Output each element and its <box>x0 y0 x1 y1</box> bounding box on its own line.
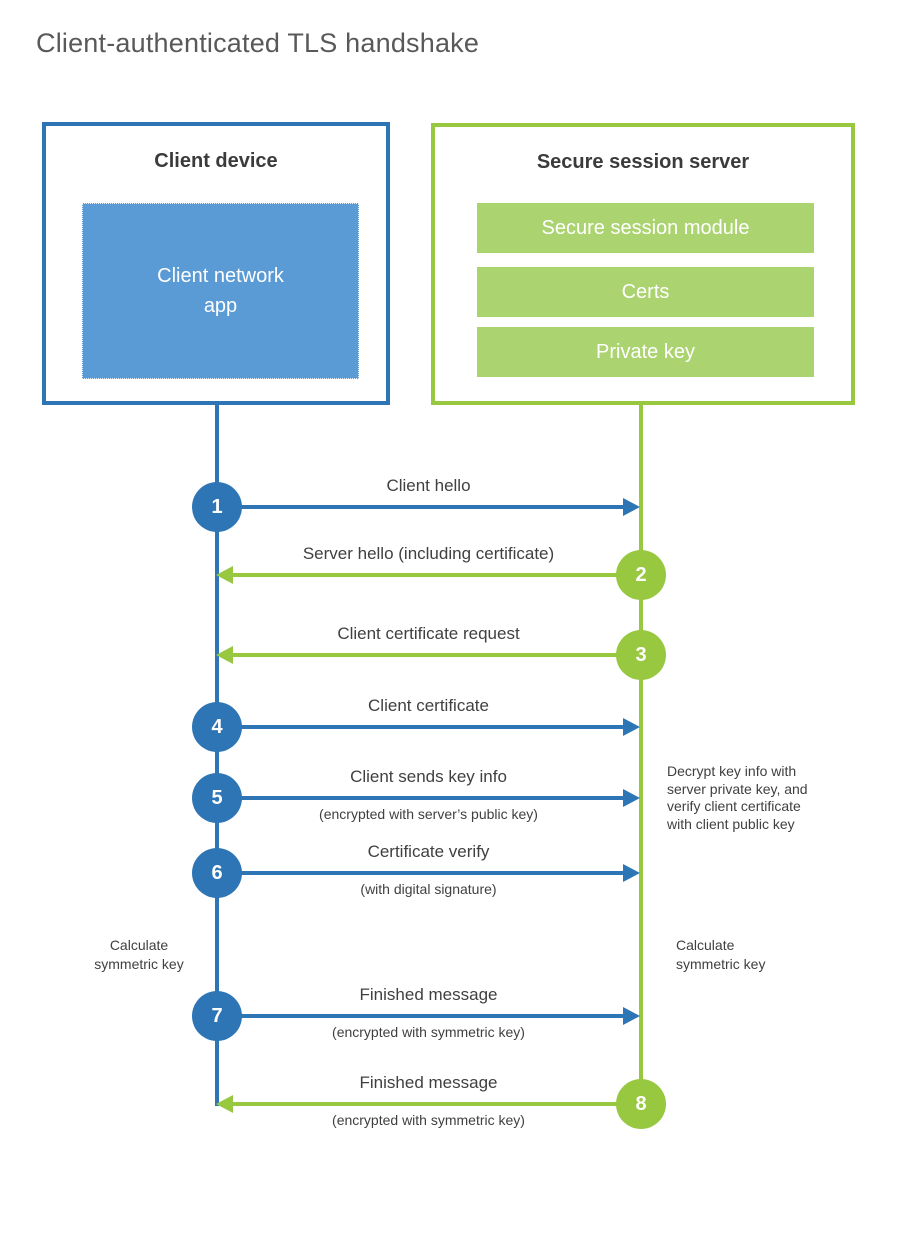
step-7-circle: 7 <box>192 991 242 1041</box>
arrow-line <box>233 653 623 657</box>
message-sublabel: (encrypted with symmetric key) <box>332 1112 525 1128</box>
secure-session-server-box: Secure session server Secure session mod… <box>431 123 855 405</box>
message-label: Client hello <box>386 476 471 495</box>
client-device-title: Client device <box>154 150 278 172</box>
server-lifeline <box>639 404 643 1104</box>
message-label: Server hello (including certificate) <box>302 544 555 563</box>
calculate-symmetric-key-server-note: Calculate symmetric key <box>676 937 766 972</box>
arrow-left-icon <box>216 646 233 664</box>
server-module-secure-session: Secure session module <box>477 203 814 253</box>
arrow-left-icon <box>216 1095 233 1113</box>
step-5-circle: 5 <box>192 773 242 823</box>
arrow-line <box>235 725 625 729</box>
step-1-circle: 1 <box>192 482 242 532</box>
step-3-circle: 3 <box>616 630 666 680</box>
message-sublabel: (encrypted with server’s public key) <box>319 806 538 822</box>
server-module-private-key: Private key <box>477 327 814 377</box>
message-sublabel: (with digital signature) <box>360 881 497 897</box>
secure-session-server-title: Secure session server <box>536 151 750 173</box>
arrow-left-icon <box>216 566 233 584</box>
arrow-line <box>235 505 625 509</box>
step-6-circle: 6 <box>192 848 242 898</box>
message-label: Client sends key info <box>350 767 507 786</box>
client-network-app-box: Client network app <box>82 203 359 379</box>
step-8-circle: 8 <box>616 1079 666 1129</box>
arrow-right-icon <box>623 718 640 736</box>
page-title: Client-authenticated TLS handshake <box>36 28 480 58</box>
calculate-symmetric-key-client-note: Calculate symmetric key <box>94 937 184 972</box>
client-lifeline <box>215 404 219 1106</box>
step-4-circle: 4 <box>192 702 242 752</box>
message-label: Client certificate <box>368 696 489 715</box>
message-label: Finished message <box>359 985 498 1004</box>
message-sublabel: (encrypted with symmetric key) <box>332 1024 525 1040</box>
message-label: Client certificate request <box>337 624 520 643</box>
arrow-line <box>235 796 625 800</box>
client-device-box: Client device Client network app <box>42 122 390 405</box>
arrow-line <box>233 573 623 577</box>
server-module-certs: Certs <box>477 267 814 317</box>
message-label: Finished message <box>359 1073 498 1092</box>
arrow-right-icon <box>623 498 640 516</box>
arrow-line <box>235 1014 625 1018</box>
step-2-circle: 2 <box>616 550 666 600</box>
decrypt-key-note: Decrypt key info with server private key… <box>667 763 808 832</box>
arrow-line <box>233 1102 623 1106</box>
arrow-line <box>235 871 625 875</box>
message-label: Certificate verify <box>367 842 490 861</box>
arrow-right-icon <box>623 864 640 882</box>
arrow-right-icon <box>623 1007 640 1025</box>
arrow-right-icon <box>623 789 640 807</box>
